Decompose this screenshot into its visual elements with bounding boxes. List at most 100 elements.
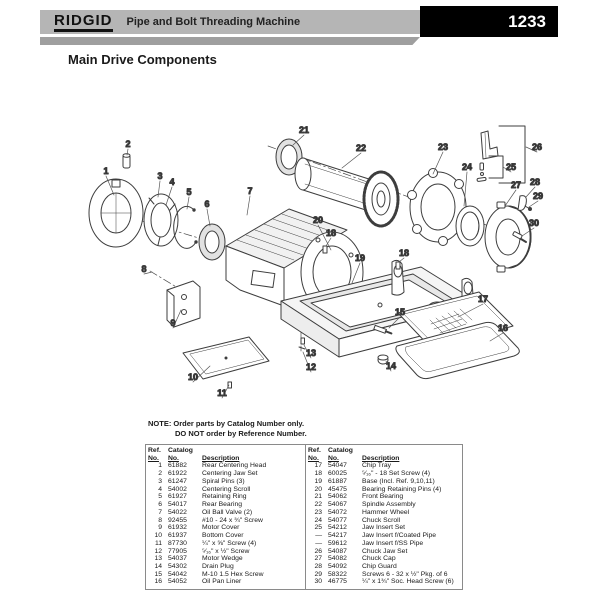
description-cell: Hammer Wheel xyxy=(362,508,410,516)
brand-logo: RIDGID xyxy=(54,13,113,32)
ref-cell: 25 xyxy=(314,524,322,532)
note-line-2: DO NOT order by Reference Number. xyxy=(175,429,307,439)
catalog-cell: 46775 xyxy=(328,578,347,586)
ref-cell: 18 xyxy=(314,470,322,478)
callout-label: 6 xyxy=(204,199,209,209)
description-cell: Base (Incl. Ref. 9,10,11) xyxy=(362,477,435,485)
catalog-cell: 58322 xyxy=(328,570,347,578)
description-cell: Jaw Insert f/SS Pipe xyxy=(362,539,424,547)
callout-label: 3 xyxy=(157,171,162,181)
callout-leader xyxy=(172,309,182,329)
catalog-cell: 61927 xyxy=(168,493,187,501)
catalog-cell: 54302 xyxy=(168,563,187,571)
callout-leader xyxy=(221,384,230,399)
part-retaining-ring xyxy=(173,205,198,249)
description-cell: ¼" x ⅝" Screw (4) xyxy=(202,539,257,547)
header-title: Pipe and Bolt Threading Machine xyxy=(126,16,301,28)
callout-label: 22 xyxy=(356,143,366,153)
callout-leader xyxy=(463,171,468,207)
callout-label: 4 xyxy=(169,177,174,187)
description-cell: #10 - 24 x ¾" Screw xyxy=(202,516,263,524)
description-cell: Oil Ball Valve (2) xyxy=(202,508,253,516)
callout-leader xyxy=(351,262,361,284)
ref-cell: 8 xyxy=(158,516,162,524)
callout-label: 13 xyxy=(306,348,316,358)
part-spindle-assembly xyxy=(294,157,400,228)
part-hammer-wheel xyxy=(407,168,469,246)
callout-leader xyxy=(489,332,504,342)
callout-leader xyxy=(292,134,305,146)
ref-cell: 5 xyxy=(158,493,162,501)
callout-label: 2 xyxy=(125,139,130,149)
callout-leader xyxy=(385,360,392,372)
ref-cell: 17 xyxy=(314,462,322,470)
description-cell: Chuck Cap xyxy=(362,555,396,563)
catalog-cell: 61882 xyxy=(168,462,187,470)
catalog-cell: 54212 xyxy=(328,524,347,532)
ref-cell: 29 xyxy=(314,570,322,578)
callout-label: 18 xyxy=(399,248,409,258)
ref-header-top: Ref. xyxy=(308,447,321,454)
callout-label: 5 xyxy=(186,187,191,197)
callout-leader xyxy=(246,195,251,216)
exploded-parts-diagram: 1234567891011121314151617181819202122232… xyxy=(88,125,544,399)
callout-leader xyxy=(504,189,517,207)
callout-label: 17 xyxy=(478,294,488,304)
ref-cell: 15 xyxy=(154,570,162,578)
catalog-cell: 54217 xyxy=(328,532,347,540)
ref-cell: — xyxy=(315,532,322,540)
callout-label: 24 xyxy=(462,162,472,172)
callout-label: 23 xyxy=(438,142,448,152)
callout-leader xyxy=(525,146,538,153)
description-cell: Screws 6 - 32 x ½" Pkg. of 6 xyxy=(362,570,448,578)
catalog-cell: 92455 xyxy=(168,516,187,524)
table-row: 8 92455 #10 - 24 x ¾" Screw xyxy=(146,517,305,525)
ref-cell: 6 xyxy=(158,501,162,509)
description-cell: Chip Tray xyxy=(362,462,392,470)
part-bottom-cover xyxy=(182,336,270,380)
catalog-cell: 54077 xyxy=(328,516,347,524)
description-header: Description xyxy=(202,454,240,462)
catalog-cell: 61922 xyxy=(168,470,187,478)
ref-cell: 28 xyxy=(314,563,322,571)
callout-label: 28 xyxy=(530,177,540,187)
page-title: Main Drive Components xyxy=(68,52,217,67)
description-cell: ¼" x 1¾" Soc. Head Screw (6) xyxy=(362,578,454,586)
part-front-bearing xyxy=(275,138,303,176)
ref-cell: 19 xyxy=(314,477,322,485)
part-chip-guard xyxy=(517,195,527,211)
callout-label: 12 xyxy=(306,362,316,372)
callout-leader xyxy=(157,180,161,198)
ref-cell: 20 xyxy=(314,485,322,493)
callout-leader xyxy=(325,237,332,247)
catalog-cell: 54072 xyxy=(328,508,347,516)
part-spiral-pin xyxy=(122,153,131,169)
part-rear-bearing xyxy=(198,223,226,261)
catalog-cell: 54052 xyxy=(168,578,187,586)
ref-cell: 12 xyxy=(154,547,162,555)
description-cell: Bottom Cover xyxy=(202,532,244,540)
ref-cell: 10 xyxy=(154,532,162,540)
catalog-cell: 54062 xyxy=(328,493,347,501)
catalog-cell: 54047 xyxy=(328,462,347,470)
callout-leader xyxy=(521,227,535,237)
callout-label: 7 xyxy=(247,186,252,196)
